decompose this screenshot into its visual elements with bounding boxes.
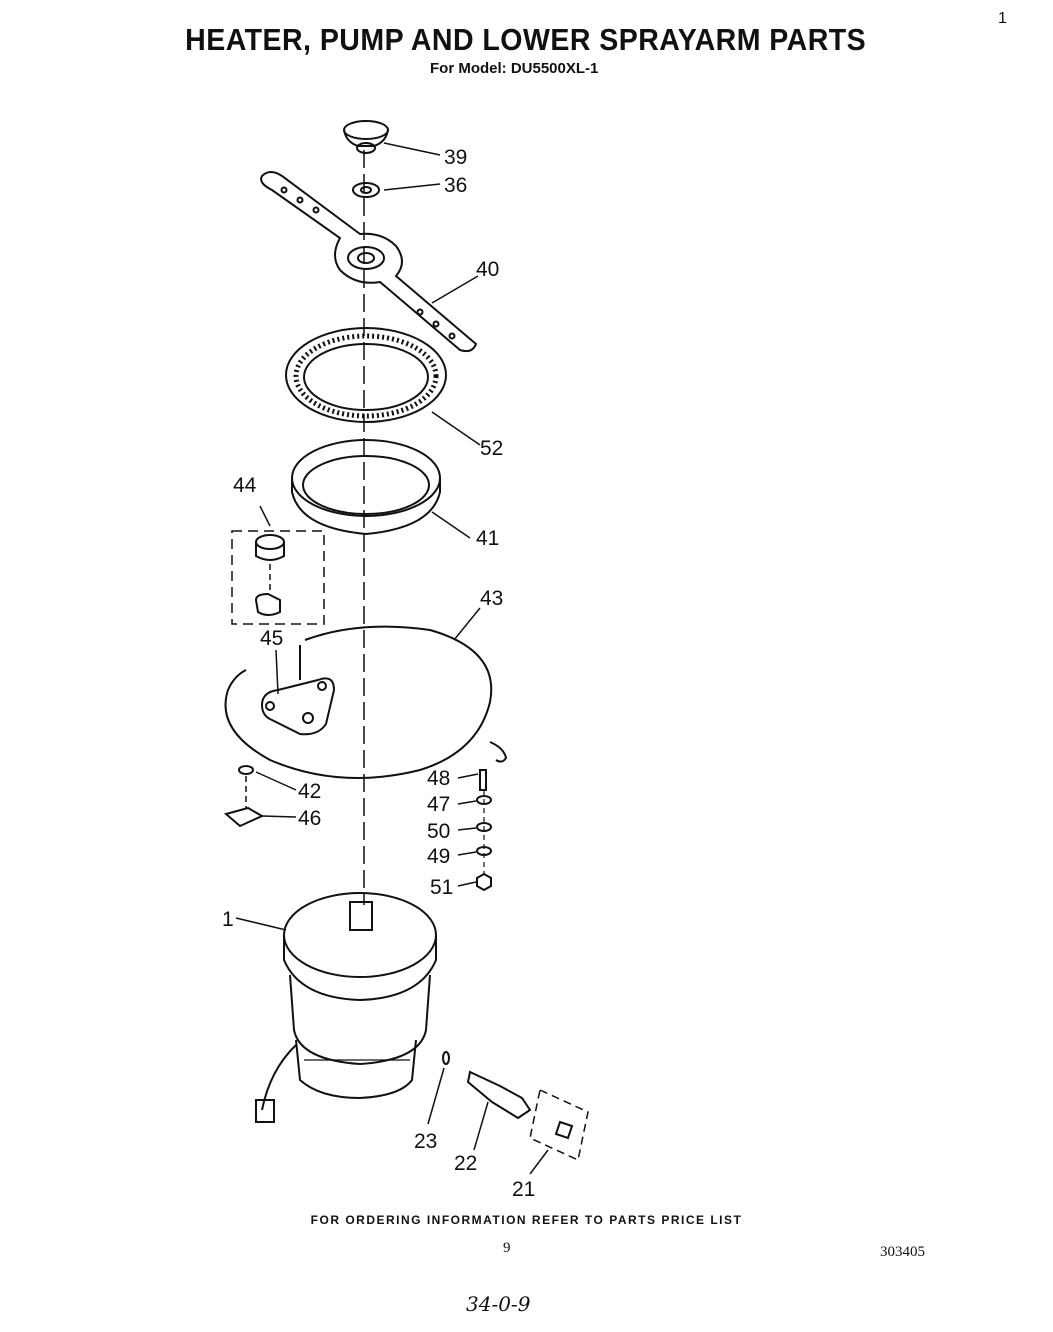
part-45-mounting-bracket bbox=[260, 677, 336, 736]
part-42-grommet bbox=[238, 765, 254, 775]
callout-44: 44 bbox=[233, 474, 257, 497]
callout-1: 1 bbox=[222, 908, 234, 931]
corner-mark: 1 bbox=[998, 10, 1007, 27]
part-44-thermostat-group bbox=[231, 530, 325, 625]
page-title: HEATER, PUMP AND LOWER SPRAYARM PARTS bbox=[185, 22, 867, 57]
ordering-note: FOR ORDERING INFORMATION REFER TO PARTS … bbox=[310, 1213, 743, 1227]
callout-52: 52 bbox=[480, 437, 503, 460]
part-41-seal-ring bbox=[291, 439, 441, 536]
callout-36: 36 bbox=[444, 174, 467, 197]
part-40-lower-sprayarm bbox=[260, 171, 478, 353]
handwritten-note: 34-0-9 bbox=[466, 1292, 531, 1316]
callout-51: 51 bbox=[430, 876, 453, 899]
part-52-filter-screen bbox=[285, 327, 447, 423]
page-number: 9 bbox=[503, 1240, 511, 1256]
callout-47: 47 bbox=[427, 793, 450, 816]
callout-21: 21 bbox=[512, 1178, 535, 1201]
callout-42: 42 bbox=[298, 780, 321, 803]
callout-23: 23 bbox=[414, 1130, 437, 1153]
callout-41: 41 bbox=[476, 527, 499, 550]
callout-leaders bbox=[235, 142, 549, 1175]
callout-49: 49 bbox=[427, 845, 450, 868]
document-number: 303405 bbox=[880, 1244, 925, 1260]
callout-50: 50 bbox=[427, 820, 450, 843]
callout-40: 40 bbox=[476, 258, 499, 281]
part-46-clip bbox=[223, 776, 265, 828]
part-1-pump-motor-assembly bbox=[255, 892, 437, 1123]
callout-43: 43 bbox=[480, 587, 503, 610]
callout-22: 22 bbox=[454, 1152, 477, 1175]
part-22-sensor bbox=[466, 1070, 532, 1120]
model-subtitle: For Model: DU5500XL-1 bbox=[430, 60, 599, 77]
part-39-sprayarm-cap bbox=[343, 120, 389, 154]
callout-45: 45 bbox=[260, 627, 283, 650]
part-23-o-ring bbox=[442, 1051, 450, 1065]
part-36-washer bbox=[352, 182, 380, 198]
fastener-stack bbox=[476, 769, 492, 892]
part-21-retaining-clip bbox=[529, 1088, 589, 1162]
part-43-heater-element bbox=[224, 625, 508, 779]
callout-48: 48 bbox=[427, 767, 450, 790]
callout-39: 39 bbox=[444, 146, 467, 169]
callout-46: 46 bbox=[298, 807, 321, 830]
